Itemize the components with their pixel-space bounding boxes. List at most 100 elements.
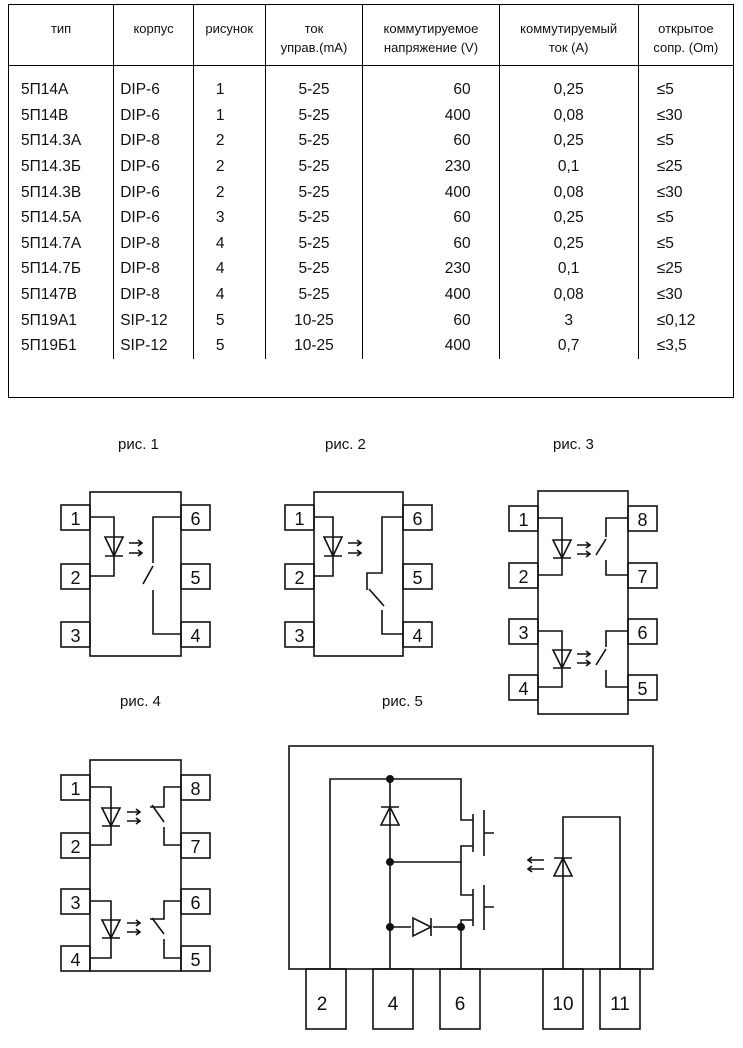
fig3-switch-top [595,517,628,576]
fig3-pin-label: 2 [518,567,528,587]
fig4-led-top-icon [100,807,122,828]
column-header: рисунок [192,5,266,66]
table-cell: 5П14.5А [21,209,82,227]
table-cell: ≤30 [637,103,733,129]
fig5-pin-label: 11 [610,994,630,1015]
table-cell: ≤5 [637,65,733,104]
table-cell: DIP-8 [113,231,194,257]
fig5-pin-2 [305,968,347,1030]
table-cell: 1 [192,103,266,129]
fig2-diagram: 1 2 3 6 5 4 [284,491,433,657]
table-cell: ≤3,5 [637,333,733,360]
table-cell: 5 [192,333,266,360]
fig1-pin-label: 1 [70,509,80,529]
column-header-text: сопр. (Om) [653,40,719,55]
fig5-pin-label: 6 [455,994,466,1015]
table-cell: ≤5 [637,128,733,155]
fig3-pin-label: 8 [637,510,647,530]
fig5-diode-vertical [379,805,401,826]
table-cell: 2 [192,128,266,155]
fig1-led-icon [103,536,125,558]
fig4-caption: рис. 4 [120,693,161,710]
fig3-caption: рис. 3 [553,436,594,453]
table-cell: 0,25 [498,65,639,104]
fig2-pin-label: 1 [294,509,304,529]
table-cell: DIP-8 [113,256,194,283]
table-cell: 5-25 [264,179,363,206]
table-cell: ≤0,12 [637,307,733,334]
table-cell: 5П14.3А [21,132,82,150]
table-cell: 2 [192,154,266,180]
fig3-pin-label: 5 [637,679,647,699]
column-header-text: коммутируемый [520,21,618,36]
table-cell: 0,08 [498,179,639,206]
column-header-text: коммутируемое [383,21,479,36]
fig3-pin-label: 7 [637,567,647,587]
fig4-pin-label: 3 [70,893,80,913]
table-cell: 60 [362,128,500,155]
fig5-pin-label: 10 [552,994,573,1015]
fig1-diagram: 1 2 3 6 5 4 [60,491,211,657]
table-cell: ≤25 [637,154,733,180]
fig4-pin-label: 5 [190,950,200,970]
table-cell: 4 [192,231,266,257]
table-cell: 5П14А [21,81,69,99]
table-cell: ≤5 [637,205,733,232]
table-cell: DIP-6 [113,65,194,104]
fig2-pin-label: 5 [412,568,422,588]
fig5-pin-label: 2 [317,994,328,1015]
table-cell: 0,1 [498,256,639,283]
fig1-light-arrows [129,539,144,557]
fig2-switch [366,516,403,635]
table-cell: DIP-6 [113,154,194,180]
fig2-led-icon [322,536,344,558]
table-cell: 0,08 [498,282,639,308]
fig1-pin-3 [60,621,91,648]
column-header: корпус [113,5,194,66]
fig1-pin-label: 2 [70,568,80,588]
fig5-mosfet-top [472,810,494,856]
table-cell: 230 [362,154,500,180]
table-cell: 0,25 [498,128,639,155]
fig4-pin-label: 8 [190,779,200,799]
table-cell: SIP-12 [113,307,194,334]
table-cell: 4 [192,256,266,283]
fig5-diode-horizontal [412,916,433,938]
table-cell: 5П14.7Б [21,260,82,278]
fig4-diagram: 1 2 3 4 8 7 6 5 [60,759,211,972]
table-cell: DIP-6 [113,179,194,206]
fig4-pin-label: 2 [70,837,80,857]
fig4-pin-label: 1 [70,779,80,799]
table-cell: 5П14.7А [21,234,82,252]
table-cell: 5-25 [264,65,363,104]
table-cell: 400 [362,103,500,129]
fig3-pin-label: 3 [518,623,528,643]
table-cell: 3 [498,307,639,334]
fig5-diagram: 2 4 6 10 11 [288,745,654,1030]
table-cell: 5П14В [21,106,69,124]
fig1-pin-label: 3 [70,626,80,646]
fig1-pin-5 [180,563,211,590]
table-cell: ≤5 [637,231,733,257]
fig2-pin-label: 2 [294,568,304,588]
table-cell: 2 [192,179,266,206]
table-cell: 0,25 [498,231,639,257]
table-cell: 230 [362,256,500,283]
table-cell: 5П19А1 [21,311,77,329]
column-header-text: рисунок [205,21,254,36]
table-cell: 400 [362,179,500,206]
fig4-switch-top [150,786,181,846]
fig2-pin-label: 6 [412,509,422,529]
column-header-text: тип [50,21,72,36]
fig3-pin-label: 1 [518,510,528,530]
fig1-pin-label: 4 [190,626,200,646]
table-cell: 60 [362,205,500,232]
fig5-pin-label: 4 [388,994,399,1015]
